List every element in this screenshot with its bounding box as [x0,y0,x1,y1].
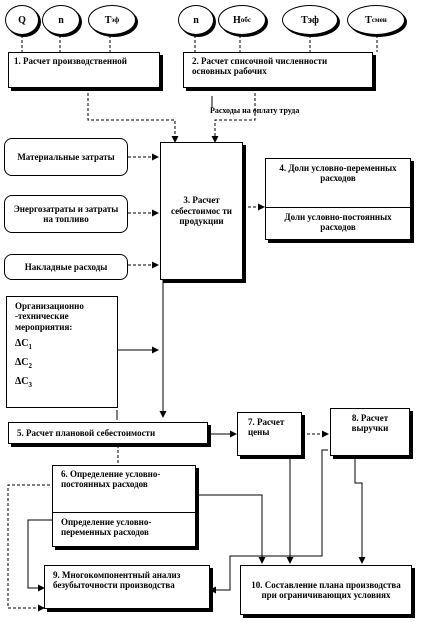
box-energy: Энергозатраты и затраты на топливо [4,195,128,233]
variable-def-cell: Определение условно-переменных расходов [61,517,152,538]
box-org-tech: Организационно -технические мероприятия:… [6,296,118,408]
connector [211,88,256,143]
variable-share-cell: 4. Доли условно-переменных расходов [279,163,397,184]
box-overhead: Накладные расходы [4,254,128,280]
box-cost-definition: 6. Определение условно-постоянных расход… [52,465,196,547]
connector [196,494,266,564]
fixed-def-cell: 6. Определение условно-постоянных расход… [61,469,161,490]
connector [209,449,328,594]
oval-t-ef-2: Тэф [282,5,338,35]
box-revenue: 8. Расчет выручки [330,408,410,456]
box-breakeven: 9. Многокомпонентный анализ безубыточнос… [44,565,210,609]
connector [7,484,60,612]
connector [354,456,366,564]
delta-c-3: ΔС3 [15,376,32,390]
divider [266,207,410,208]
divider [53,512,195,513]
box-price: 7. Расчет цены [237,412,302,456]
connector [87,88,179,143]
oval-n: n [42,5,80,35]
box-production-calc: 1. Расчет производственной [8,52,160,88]
box-workers-calc: 2. Расчет списочной численности основных… [183,52,373,88]
fixed-share-cell: Доли условно-постоянных расходов [284,212,392,233]
oval-n-2: n [178,5,214,35]
box-cost-calc: 3. Расчет себестоимос ти продукции [160,142,243,280]
delta-c-2: ΔС2 [15,357,32,371]
box-cost-shares: 4. Доли условно-переменных расходов Доли… [265,158,411,240]
oval-q: Q [5,5,39,35]
box-materials: Материальные затраты [4,138,128,176]
connector [27,519,52,592]
box-production-plan: 10. Составление плана производства при о… [240,565,412,615]
box-planned-cost: 5. Расчет плановой себестоимости [8,422,208,444]
org-tech-title: Организационно -технические мероприятия: [15,301,84,332]
labor-costs-label: Расходы на оплату труда [210,106,300,115]
delta-c-1: ΔС1 [15,338,32,352]
